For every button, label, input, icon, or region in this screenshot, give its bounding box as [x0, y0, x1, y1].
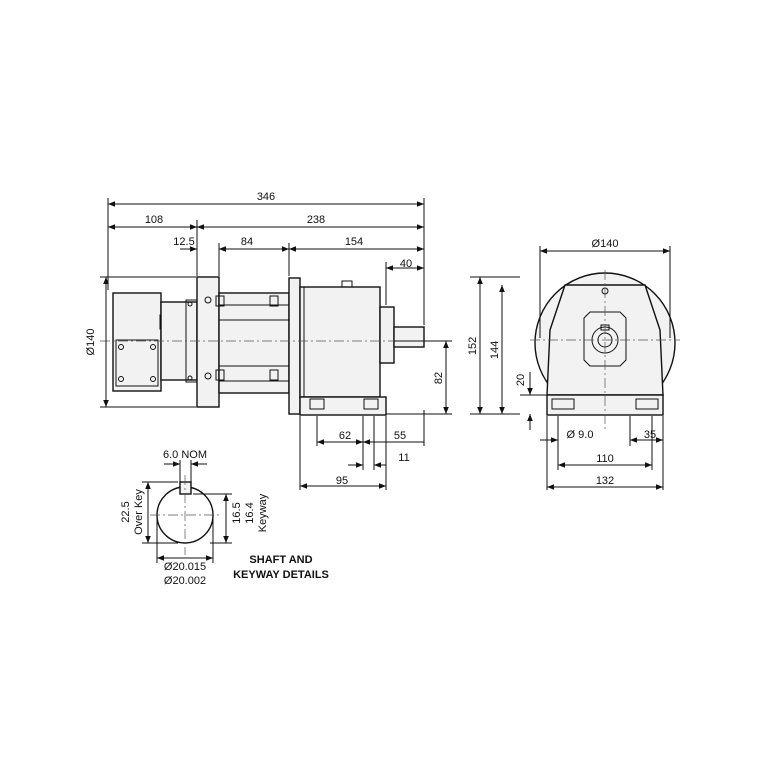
side-view — [100, 276, 440, 416]
dim-82: 82 — [433, 372, 445, 384]
dim-108: 108 — [145, 214, 163, 226]
dim-12-5: 12.5 — [173, 236, 194, 248]
shaft-dia-1: Ø20.015 — [164, 561, 206, 573]
output-shaft — [393, 326, 425, 348]
dim-144: 144 — [489, 341, 501, 359]
end-dimensions: Ø140 20 Ø 9.0 35 110 132 — [515, 238, 671, 490]
side-dimensions: 346 108 238 12.5 84 154 40 Ø140 82 152 1… — [85, 191, 520, 490]
dim-11: 11 — [398, 452, 409, 464]
coupling-housing — [218, 292, 290, 394]
detail-title-line1: SHAFT AND — [249, 554, 312, 566]
foot — [299, 396, 387, 416]
dim-238: 238 — [307, 214, 325, 226]
dim-55: 55 — [394, 430, 406, 442]
detail-title-line2: KEYWAY DETAILS — [233, 569, 329, 581]
dim-dia140-left: Ø140 — [85, 329, 97, 356]
keyway-value-2: 16.4 — [244, 502, 256, 523]
over-key-label: Over Key — [133, 489, 145, 535]
output-hub — [379, 306, 395, 364]
gearbox-flange — [288, 277, 301, 415]
dim-40: 40 — [400, 258, 412, 270]
shaft-dia-2: Ø20.002 — [164, 575, 206, 587]
dim-132: 132 — [596, 475, 614, 487]
dim-62: 62 — [339, 430, 351, 442]
end-view — [530, 270, 680, 430]
output-face — [583, 311, 627, 367]
dim-154: 154 — [345, 236, 363, 248]
key — [179, 481, 192, 495]
motor-block — [112, 292, 162, 392]
gearbox-body — [299, 286, 381, 398]
dim-152: 152 — [467, 337, 479, 355]
dim-hole-dia: Ø 9.0 — [567, 429, 594, 441]
key-width-label: 6.0 NOM — [163, 449, 207, 461]
over-key-value: 22.5 — [120, 501, 132, 522]
keyway-value-1: 16.5 — [231, 502, 243, 523]
dim-110: 110 — [596, 453, 614, 465]
dim-dia140-right: Ø140 — [592, 238, 619, 250]
dim-20: 20 — [515, 374, 527, 386]
dim-346: 346 — [257, 191, 275, 203]
dim-84: 84 — [241, 236, 253, 248]
keyway-label: Keyway — [257, 493, 269, 532]
shaft-detail: 6.0 NOM 22.5 Over Key 16.5 16.4 Keyway Ø… — [120, 449, 329, 587]
terminal-box — [115, 339, 159, 387]
dim-35: 35 — [644, 429, 656, 441]
dim-95: 95 — [336, 475, 348, 487]
